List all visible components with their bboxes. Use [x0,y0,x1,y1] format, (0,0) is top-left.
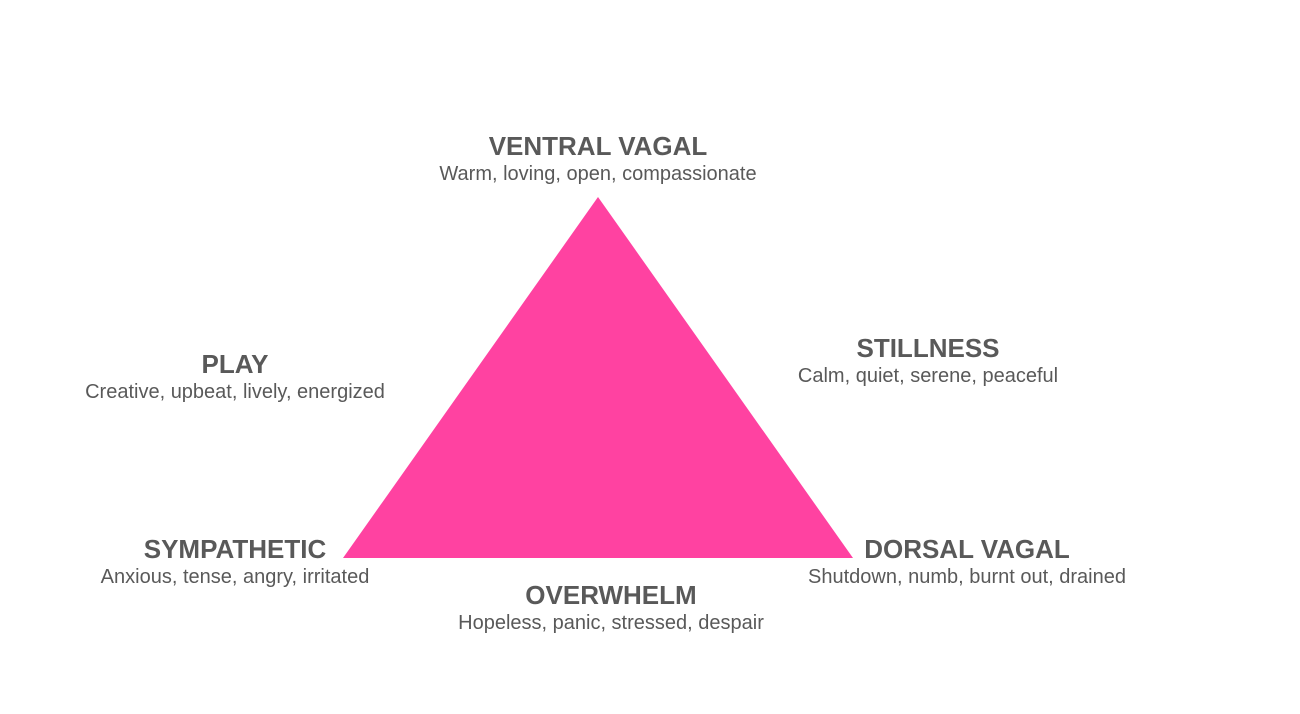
play-desc: Creative, upbeat, lively, energized [85,381,385,403]
sympathetic-desc: Anxious, tense, angry, irritated [100,566,370,588]
sympathetic-title: SYMPATHETIC [143,534,327,564]
overwhelm-label: OVERWHELM Hopeless, panic, stressed, des… [458,580,764,635]
stillness-label: STILLNESS Calm, quiet, serene, peaceful [798,333,1058,388]
overwhelm-title: OVERWHELM [525,580,697,610]
dorsal-vagal-desc: Shutdown, numb, burnt out, drained [808,566,1126,588]
overwhelm-desc: Hopeless, panic, stressed, despair [458,612,764,634]
dorsal-vagal-label: DORSAL VAGAL Shutdown, numb, burnt out, … [808,534,1126,589]
ventral-vagal-desc: Warm, loving, open, compassionate [439,163,757,185]
ventral-vagal-label: VENTRAL VAGAL Warm, loving, open, compas… [439,131,756,186]
ventral-vagal-title: VENTRAL VAGAL [488,131,708,161]
stillness-title: STILLNESS [856,333,1000,363]
play-title: PLAY [201,349,269,379]
triangle-shape [343,197,853,558]
dorsal-vagal-title: DORSAL VAGAL [864,534,1070,564]
sympathetic-label: SYMPATHETIC Anxious, tense, angry, irrit… [101,534,370,589]
stillness-desc: Calm, quiet, serene, peaceful [797,365,1059,387]
play-label: PLAY Creative, upbeat, lively, energized [85,349,385,404]
